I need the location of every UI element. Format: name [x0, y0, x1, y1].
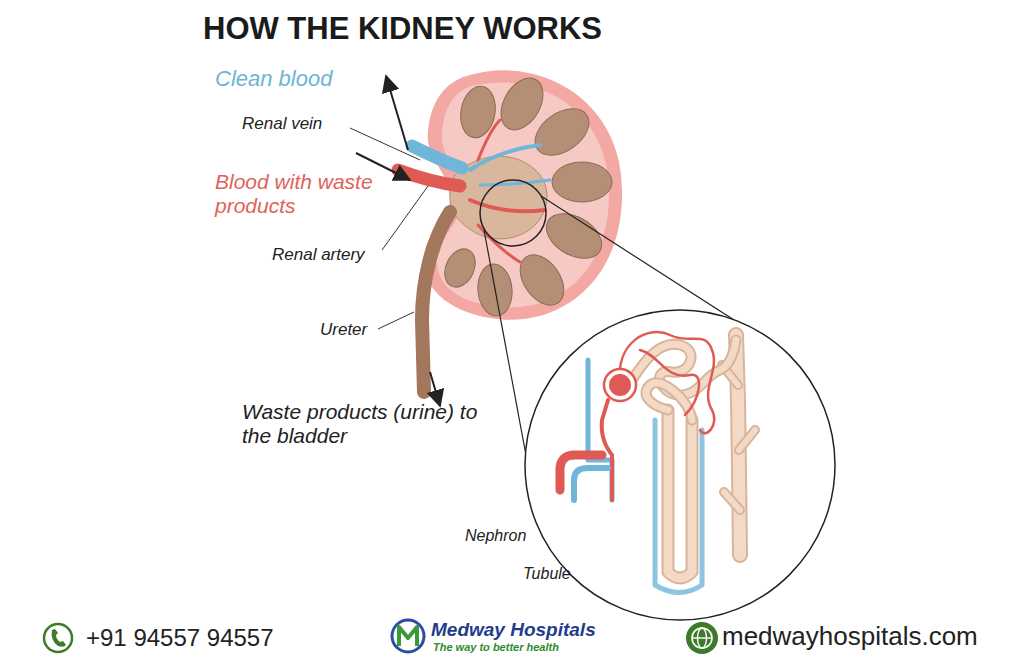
- website-address: medwayhospitals.com: [722, 622, 978, 652]
- zoom-circle-small: [480, 180, 546, 246]
- hospital-logo: [392, 620, 424, 652]
- phone-number: +91 94557 94557: [86, 624, 274, 652]
- ureter: [422, 212, 450, 392]
- part-label: Renal artery: [272, 245, 365, 265]
- clean-blood-arrow: [386, 76, 408, 150]
- brand-name: Medway Hospitals: [431, 619, 596, 641]
- phone-icon: [44, 624, 72, 652]
- nephron-detail: [560, 332, 755, 592]
- renal-vessels: [470, 120, 550, 262]
- part-label: Tubule: [523, 565, 571, 583]
- kidney-capsule: [424, 70, 622, 319]
- zoom-circle-large: [525, 310, 835, 620]
- part-label: Renal vein: [242, 114, 322, 134]
- zoom-line: [484, 230, 531, 482]
- globe-icon: [686, 622, 718, 654]
- renal-pyramids: [439, 71, 612, 318]
- part-label: Nephron: [465, 527, 526, 545]
- flow-label: Clean blood: [215, 66, 332, 91]
- diagram-title: HOW THE KIDNEY WORKS: [203, 10, 602, 47]
- flow-label: Waste products (urine) to the bladder: [242, 400, 492, 448]
- brand-tagline: The way to better health: [433, 641, 559, 654]
- part-label: Ureter: [320, 320, 367, 340]
- renal-vein: [412, 146, 462, 168]
- flow-label: Blood with waste products: [215, 170, 393, 218]
